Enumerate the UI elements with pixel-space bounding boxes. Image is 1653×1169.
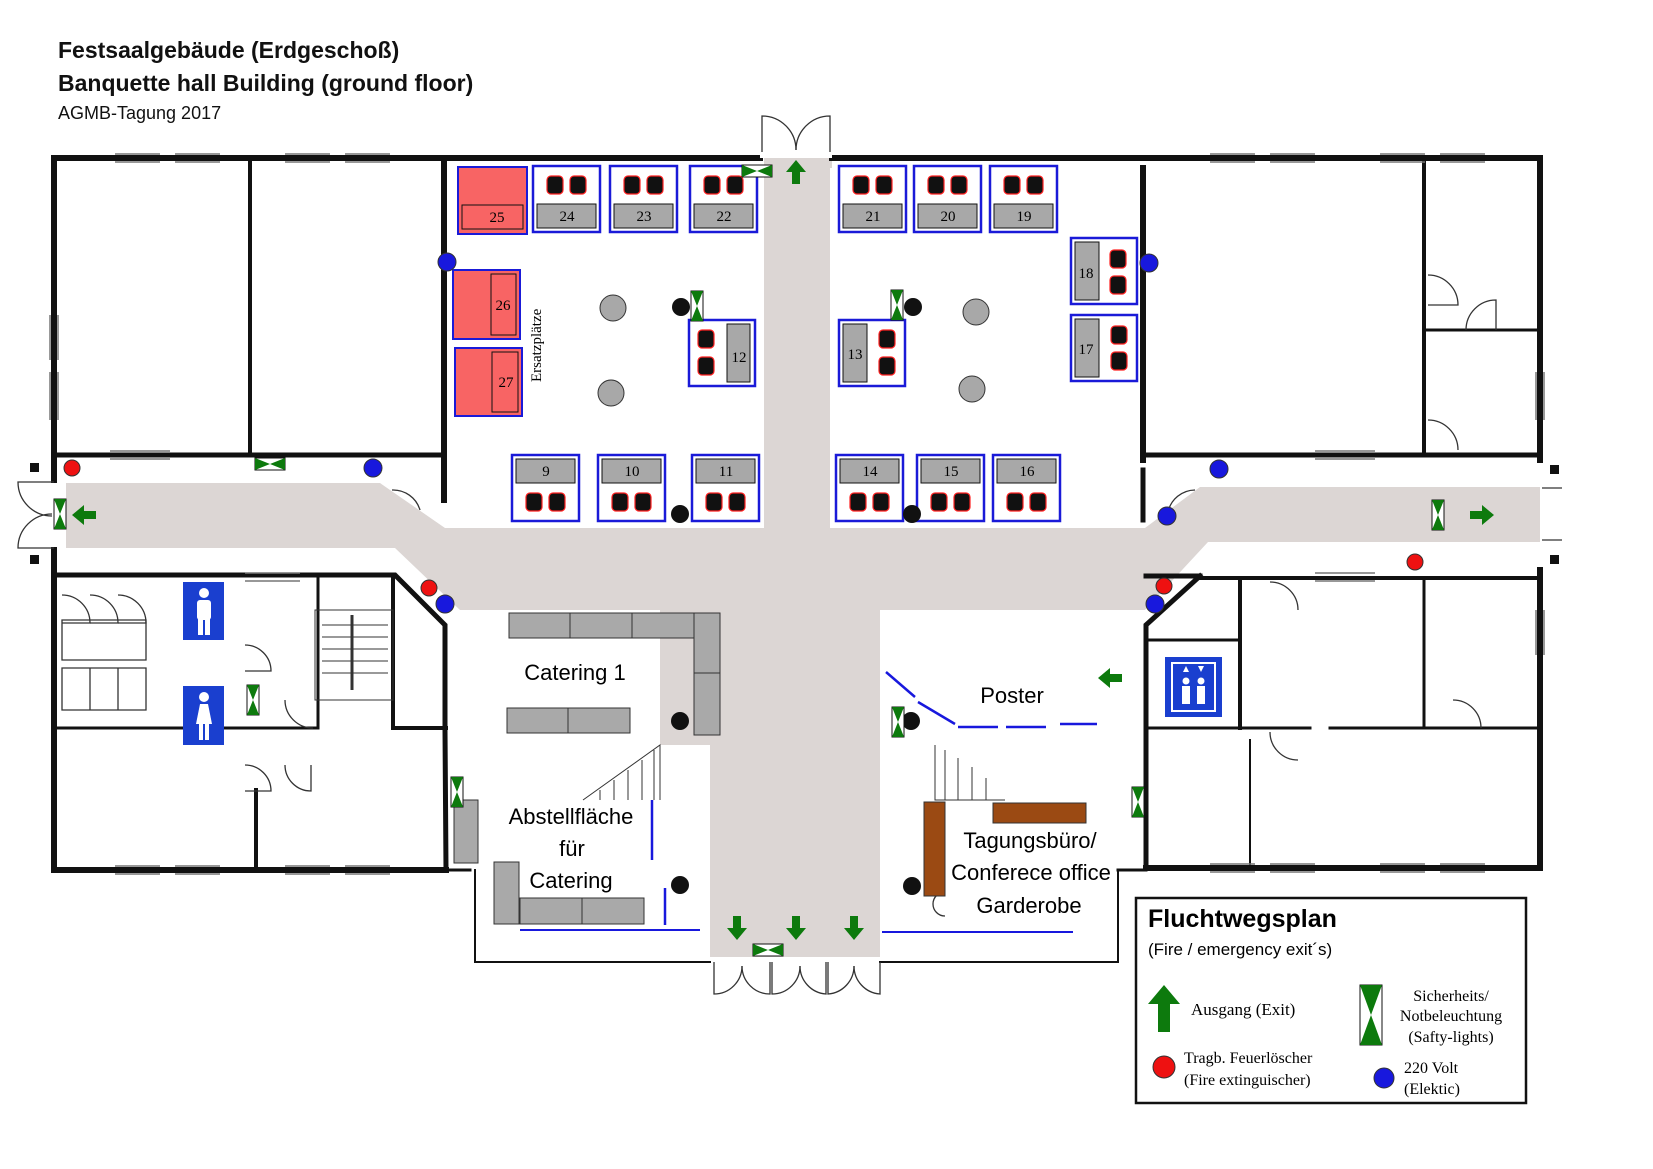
- table-13: 13: [837, 318, 907, 388]
- table-12: 12: [687, 318, 757, 388]
- table-26-label: 26: [496, 298, 512, 314]
- legend: Fluchtwegsplan (Fire / emergency exit´s)…: [1134, 896, 1528, 1105]
- table-10-label: 10: [625, 464, 640, 480]
- legend-extinguisher-line1: Tragb. Feuerlöscher: [1184, 1050, 1313, 1067]
- office-label-line3: Garderobe: [976, 893, 1081, 918]
- round-tables: [597, 294, 990, 407]
- table-9: 9: [510, 453, 581, 523]
- legend-extinguisher-icon: [1152, 1055, 1176, 1079]
- black-markers: [30, 463, 1559, 564]
- table-16: 16: [991, 453, 1062, 523]
- legend-lights-icon: [1359, 984, 1383, 1046]
- legend-power-line1: 220 Volt: [1404, 1060, 1459, 1077]
- table-9-label: 9: [542, 464, 550, 480]
- elevator-icon: [1165, 657, 1222, 717]
- table-18: 18: [1069, 236, 1139, 306]
- storage-label-line3: Catering: [529, 868, 612, 893]
- fire-extinguishers: [63, 459, 1424, 597]
- legend-exit-icon: [1148, 985, 1180, 1032]
- storage-label-line1: Abstellfläche: [509, 804, 634, 829]
- black-posts: [671, 298, 922, 895]
- legend-lights-line1: Sicherheits/: [1413, 988, 1489, 1005]
- title-block: Festsaalgebäude (Erdgeschoß) Banquette h…: [58, 34, 473, 126]
- title-english: Banquette hall Building (ground floor): [58, 70, 474, 96]
- reserve-seats-label: Ersatzplätze: [529, 308, 545, 382]
- office-label-line1: Tagungsbüro/: [963, 828, 1097, 853]
- windows: [49, 153, 1545, 875]
- table-19-label: 19: [1017, 209, 1032, 225]
- table-17: 17: [1069, 313, 1139, 383]
- table-20-label: 20: [941, 209, 956, 225]
- legend-power-icon: [1373, 1067, 1395, 1089]
- office-label-line2: Conferece office: [951, 860, 1111, 885]
- title-german: Festsaalgebäude (Erdgeschoß): [58, 37, 400, 63]
- table-10: 10: [596, 453, 667, 523]
- office-desks: [923, 801, 1087, 897]
- table-23: 23: [608, 164, 679, 234]
- table-22-label: 22: [717, 209, 732, 225]
- table-24-label: 24: [560, 209, 576, 225]
- power-outlets: [363, 252, 1229, 614]
- table-11-label: 11: [719, 464, 733, 480]
- doors[interactable]: [17, 115, 1562, 995]
- table-14: 14: [834, 453, 905, 523]
- walls: [51, 155, 1543, 963]
- legend-extinguisher-line2: (Fire extinguischer): [1184, 1072, 1311, 1089]
- corridors: [66, 157, 1540, 957]
- table-23-label: 23: [637, 209, 652, 225]
- tables-bottom-row: 9 10 11 14 15 16: [510, 453, 1062, 523]
- table-20: 20: [912, 164, 983, 234]
- table-22: 22: [688, 164, 759, 234]
- legend-title: Fluchtwegsplan: [1148, 905, 1337, 933]
- table-16-label: 16: [1020, 464, 1036, 480]
- legend-lights-line3: (Safty-lights): [1408, 1029, 1493, 1046]
- legend-exit-label: Ausgang (Exit): [1191, 1000, 1295, 1019]
- table-15-label: 15: [944, 464, 959, 480]
- legend-lights-line2: Notbeleuchtung: [1400, 1008, 1502, 1025]
- table-12-label: 12: [732, 350, 747, 366]
- reserve-tables: 25 26 27 Ersatzplätze: [452, 166, 545, 417]
- restroom-men-icon: [183, 582, 224, 640]
- stairs: [314, 609, 1005, 801]
- storage-label-line2: für: [559, 836, 585, 861]
- poster-label: Poster: [980, 683, 1044, 708]
- table-14-label: 14: [863, 464, 879, 480]
- catering-1-label: Catering 1: [524, 660, 626, 685]
- legend-subtitle: (Fire / emergency exit´s): [1148, 940, 1332, 959]
- table-15: 15: [915, 453, 986, 523]
- table-27-label: 27: [499, 375, 515, 391]
- tables-top-row: 24 23 22 21 20 19: [531, 164, 1059, 234]
- table-19: 19: [988, 164, 1059, 234]
- table-24: 24: [531, 164, 602, 234]
- legend-power-line2: (Elektic): [1404, 1081, 1460, 1098]
- table-21: 21: [837, 164, 908, 234]
- table-18-label: 18: [1079, 266, 1094, 282]
- table-21-label: 21: [866, 209, 881, 225]
- restroom-women-icon: [183, 686, 224, 745]
- event-subtitle: AGMB-Tagung 2017: [58, 103, 222, 123]
- catering-counters: [453, 612, 721, 925]
- table-11: 11: [690, 453, 761, 523]
- table-17-label: 17: [1079, 342, 1095, 358]
- table-13-label: 13: [848, 347, 863, 363]
- poster-walls: [520, 671, 1097, 933]
- table-25-label: 25: [490, 210, 505, 226]
